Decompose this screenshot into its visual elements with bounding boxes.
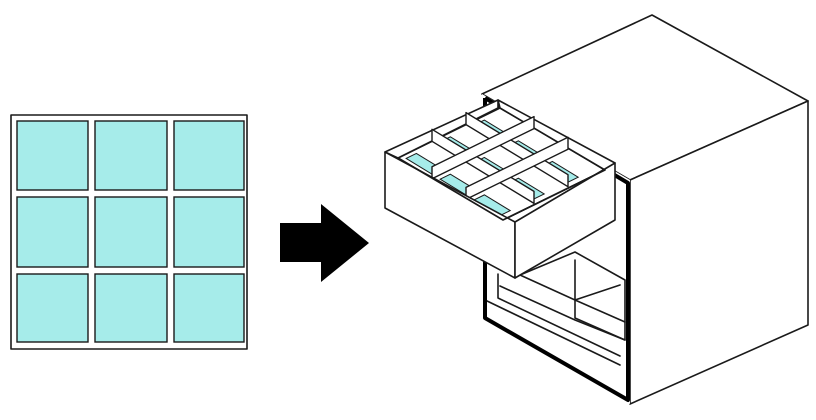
grid-cell-r1c1 xyxy=(16,120,89,191)
grid-cell-r2c2 xyxy=(94,196,168,268)
drawer-slots xyxy=(405,111,580,217)
grid-cell-r3c1 xyxy=(16,273,89,343)
cabinet xyxy=(384,14,809,405)
grid-cell-r1c2 xyxy=(94,120,168,191)
grid-cell-r2c3 xyxy=(173,196,245,268)
drawer-side-panel xyxy=(514,162,616,279)
grid-cell-r3c2 xyxy=(94,273,168,343)
grid-cell-r3c3 xyxy=(173,273,245,343)
grid-cell-r1c3 xyxy=(173,120,245,191)
open-drawer xyxy=(384,99,616,279)
grid-cells xyxy=(16,120,245,343)
drawer-divider-short-1 xyxy=(431,115,535,180)
grid-panel xyxy=(10,114,248,350)
grid-cell-r2c1 xyxy=(16,196,89,268)
right-arrow-icon xyxy=(280,204,369,282)
